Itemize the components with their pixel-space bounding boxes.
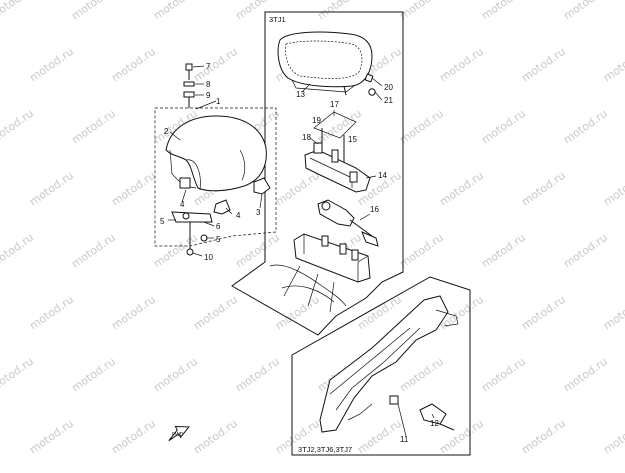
callout-18: 18 — [302, 133, 311, 142]
callout-1: 1 — [216, 97, 221, 106]
callout-9: 9 — [206, 91, 211, 100]
watermark-text: motod.ru — [109, 293, 158, 333]
watermark-text: motod.ru — [437, 417, 486, 457]
watermark-text: motod.ru — [561, 107, 610, 147]
cowl-damper — [253, 177, 271, 195]
watermark-text: motod.ru — [191, 293, 240, 333]
seat-cowl-assembly-outline — [154, 107, 277, 247]
watermark-text: motod.ru — [191, 45, 240, 85]
callout-5a: 5 — [160, 217, 165, 226]
watermark-text: motod.ru — [27, 417, 76, 457]
callout-3: 3 — [256, 208, 261, 217]
leader-lines — [168, 65, 435, 437]
watermark-text: motod.ru — [273, 293, 322, 333]
watermark-text: motod.ru — [69, 107, 118, 147]
watermark-text: motod.ru — [0, 107, 36, 147]
watermark-text: motod.ru — [27, 293, 76, 333]
callout-14: 14 — [378, 171, 387, 180]
watermark-text: motod.ru — [479, 107, 528, 147]
pillion-seat — [277, 31, 373, 96]
callout-21: 21 — [384, 96, 393, 105]
watermark-text: motod.ru — [561, 355, 610, 395]
watermark-text: motod.ru — [519, 293, 568, 333]
watermark-text: motod.ru — [27, 45, 76, 85]
callout-5b: 5 — [216, 235, 221, 244]
seat-cowl — [165, 115, 267, 192]
watermark-text: motod.ru — [355, 417, 404, 457]
callout-4a: 4 — [180, 200, 185, 209]
watermark-text: motod.ru — [519, 417, 568, 457]
bolt-stack — [183, 63, 195, 108]
watermark-text: motod.ru — [479, 355, 528, 395]
tail-frame — [319, 295, 459, 433]
watermark-text: motod.ru — [437, 169, 486, 209]
callout-11: 11 — [400, 435, 409, 444]
callout-7: 7 — [206, 62, 211, 71]
callout-4b: 4 — [236, 211, 241, 220]
watermark-text: motod.ru — [0, 355, 36, 395]
watermark-text: motod.ru — [397, 231, 446, 271]
watermark-text: motod.ru — [519, 45, 568, 85]
callout-19: 19 — [312, 116, 321, 125]
watermark-text: motod.ru — [151, 355, 200, 395]
lower-panel-outline — [291, 276, 471, 456]
upper-panel-code: 3TJ1 — [269, 15, 286, 24]
lower-panel-code: 3TJ2,3TJ6,3TJ7 — [298, 445, 352, 454]
callout-15: 15 — [348, 135, 357, 144]
callouts: 1 2 3 4 4 5 5 6 7 8 9 10 11 12 13 14 15 … — [160, 62, 439, 444]
callout-6: 6 — [216, 222, 221, 231]
cowl-bracket — [171, 211, 213, 256]
watermark-text: motod.ru — [601, 293, 625, 333]
callout-20: 20 — [384, 83, 393, 92]
fwd-label: FWD — [172, 432, 184, 438]
watermark-text: motod.ru — [601, 169, 625, 209]
fastener-20-21 — [364, 73, 383, 101]
watermark-text: motod.ru — [233, 231, 282, 271]
lock-cable-bracket — [389, 395, 455, 431]
callout-13: 13 — [296, 90, 305, 99]
watermark-text: motod.ru — [479, 0, 528, 22]
watermark-text: motod.ru — [561, 231, 610, 271]
callout-8: 8 — [206, 80, 211, 89]
watermark-text: motod.ru — [233, 355, 282, 395]
seat-lock-bracket — [304, 111, 377, 193]
watermark-text: motod.ru — [601, 45, 625, 85]
cowl-nut — [213, 199, 231, 215]
watermark-text: motod.ru — [561, 0, 610, 22]
callout-16: 16 — [370, 205, 379, 214]
fwd-arrow: FWD — [168, 426, 190, 442]
callout-12: 12 — [430, 419, 439, 428]
watermark-text: motod.ru — [69, 0, 118, 22]
watermark-text: motod.ru — [273, 169, 322, 209]
watermark-text: motod.ru — [151, 0, 200, 22]
watermark-text: motod.ru — [69, 355, 118, 395]
watermark-text: motod.ru — [601, 417, 625, 457]
watermark-text: motod.ru — [397, 355, 446, 395]
watermark-text: motod.ru — [0, 231, 36, 271]
watermark-text: motod.ru — [397, 0, 446, 22]
watermark-text: motod.ru — [479, 231, 528, 271]
watermark-text: motod.ru — [27, 169, 76, 209]
upper-panel-outline — [231, 11, 404, 336]
watermark-text: motod.ru — [109, 169, 158, 209]
watermark-text: motod.ru — [109, 417, 158, 457]
watermark-text: motod.ru — [519, 169, 568, 209]
watermark-text: motod.ru — [191, 417, 240, 457]
frame-section — [269, 233, 371, 313]
seat-lock-cylinder — [317, 199, 379, 247]
watermark-text: motod.ru — [109, 45, 158, 85]
watermark-text: motod.ru — [397, 107, 446, 147]
watermark-text: motod.ru — [437, 45, 486, 85]
callout-17: 17 — [330, 100, 339, 109]
callout-10: 10 — [204, 253, 213, 262]
watermark-text: motod.ru — [69, 231, 118, 271]
watermark-text: motod.ru — [0, 0, 36, 22]
callout-2: 2 — [164, 127, 169, 136]
watermark-text: motod.ru — [315, 0, 364, 22]
